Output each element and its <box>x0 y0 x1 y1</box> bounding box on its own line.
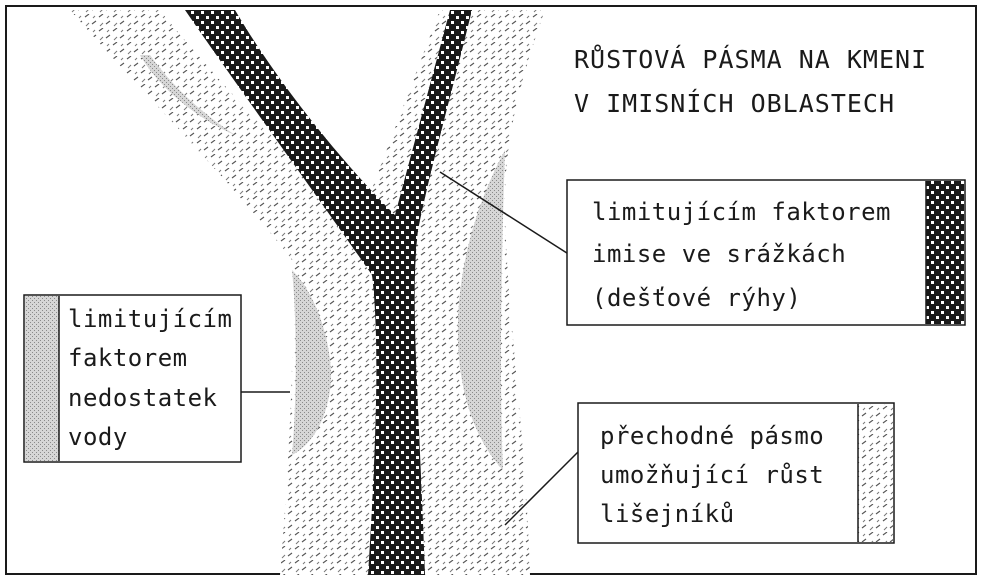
legend-swatch-dash <box>858 404 893 542</box>
legend-rain-line-1: limitujícím faktorem <box>592 198 891 226</box>
legend-water-line-2: faktorem <box>68 344 188 372</box>
legend-rain-line-2: imise ve srážkách <box>592 240 846 268</box>
legend-transition-line-1: přechodné pásmo <box>600 422 824 450</box>
legend-water-line-3: nedostatek <box>68 384 218 412</box>
title-line-2: V IMISNÍCH OBLASTECH <box>574 89 895 118</box>
legend-transition-line-2: umožňující růst <box>600 461 824 489</box>
legend-box-transition-zone: přechodné pásmo umožňující růst lišejník… <box>578 403 894 543</box>
legend-water-line-1: limitujícím <box>68 305 232 333</box>
legend-box-rain-grooves: limitujícím faktorem imise ve srážkách (… <box>567 180 965 325</box>
legend-box-water-shortage: limitujícím faktorem nedostatek vody <box>24 295 241 462</box>
legend-water-line-4: vody <box>68 423 128 451</box>
legend-swatch-stipple <box>25 296 59 461</box>
legend-transition-line-3: lišejníků <box>600 500 735 528</box>
legend-swatch-checker <box>926 181 964 324</box>
title-line-1: RŮSTOVÁ PÁSMA NA KMENI <box>574 44 927 74</box>
legend-rain-line-3: (dešťové rýhy) <box>592 284 801 312</box>
